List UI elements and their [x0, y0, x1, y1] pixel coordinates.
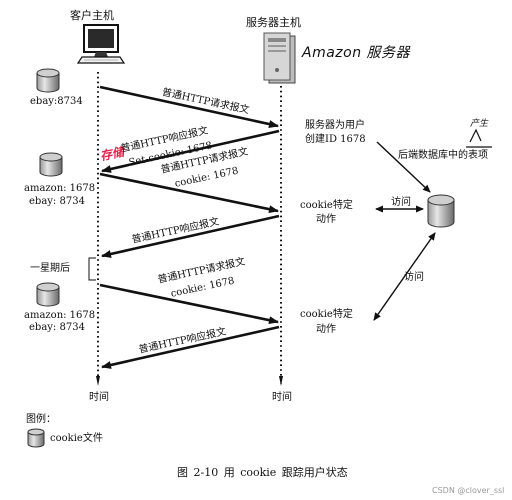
figure-caption: 图 2-10 用 cookie 跟踪用户状态	[177, 466, 348, 479]
database-label: 后端数据库中的表项	[398, 150, 488, 161]
cookie-file-icon	[39, 152, 63, 177]
message-arrow-4	[101, 214, 280, 258]
cookie-file-label: ebay: 8734	[29, 196, 85, 207]
access-arrow-2	[373, 232, 436, 321]
server-host-label: 服务器主机	[246, 16, 301, 29]
client-computer-icon	[76, 24, 126, 64]
database-cylinder-icon	[427, 194, 455, 228]
legend-cookie-icon	[27, 428, 45, 448]
watermark: CSDN @clover_ssl	[432, 486, 505, 495]
create-entry-arrow	[376, 141, 431, 193]
cookie-action-note: 动作	[316, 214, 336, 225]
message-arrow-3	[99, 172, 279, 214]
message-arrow-6	[101, 325, 280, 369]
cookie-action-note: 动作	[316, 324, 336, 335]
cookie-file-icon	[36, 68, 60, 93]
one-week-label: 一星期后	[30, 263, 70, 274]
server-tower-icon	[263, 32, 296, 84]
server-time-label: 时间	[272, 392, 292, 403]
legend-cookie-label: cookie文件	[50, 433, 103, 444]
message-arrow-2	[101, 129, 280, 173]
server-time-arrowhead	[279, 376, 283, 386]
legend-title: 图例：	[26, 414, 56, 425]
cookie-file-icon	[36, 282, 60, 307]
client-host-label: 客户主机	[70, 9, 114, 22]
cookie-file-label: amazon: 1678	[24, 310, 96, 321]
handwritten-scribble	[466, 128, 492, 148]
message-arrow-1	[99, 85, 279, 128]
cookie-action-note: cookie特定	[300, 200, 353, 211]
client-time-arrowhead	[96, 376, 100, 386]
cookie-file-label: ebay:8734	[30, 96, 83, 107]
handwritten-generate-mark: 产生	[470, 119, 489, 129]
one-week-bracket	[88, 257, 96, 281]
client-time-label: 时间	[89, 392, 109, 403]
create-id-note: 创建ID 1678	[305, 134, 366, 145]
create-id-note: 服务器为用户	[305, 120, 365, 131]
access-label: 访问	[391, 197, 411, 208]
access-label: 访问	[404, 272, 424, 283]
message-arrow-5	[99, 283, 279, 325]
cookie-file-label: ebay: 8734	[29, 322, 85, 333]
amazon-server-handwriting: Amazon 服务器	[302, 45, 411, 61]
cookie-action-note: cookie特定	[300, 309, 353, 320]
cookie-file-label: amazon: 1678	[24, 183, 96, 194]
